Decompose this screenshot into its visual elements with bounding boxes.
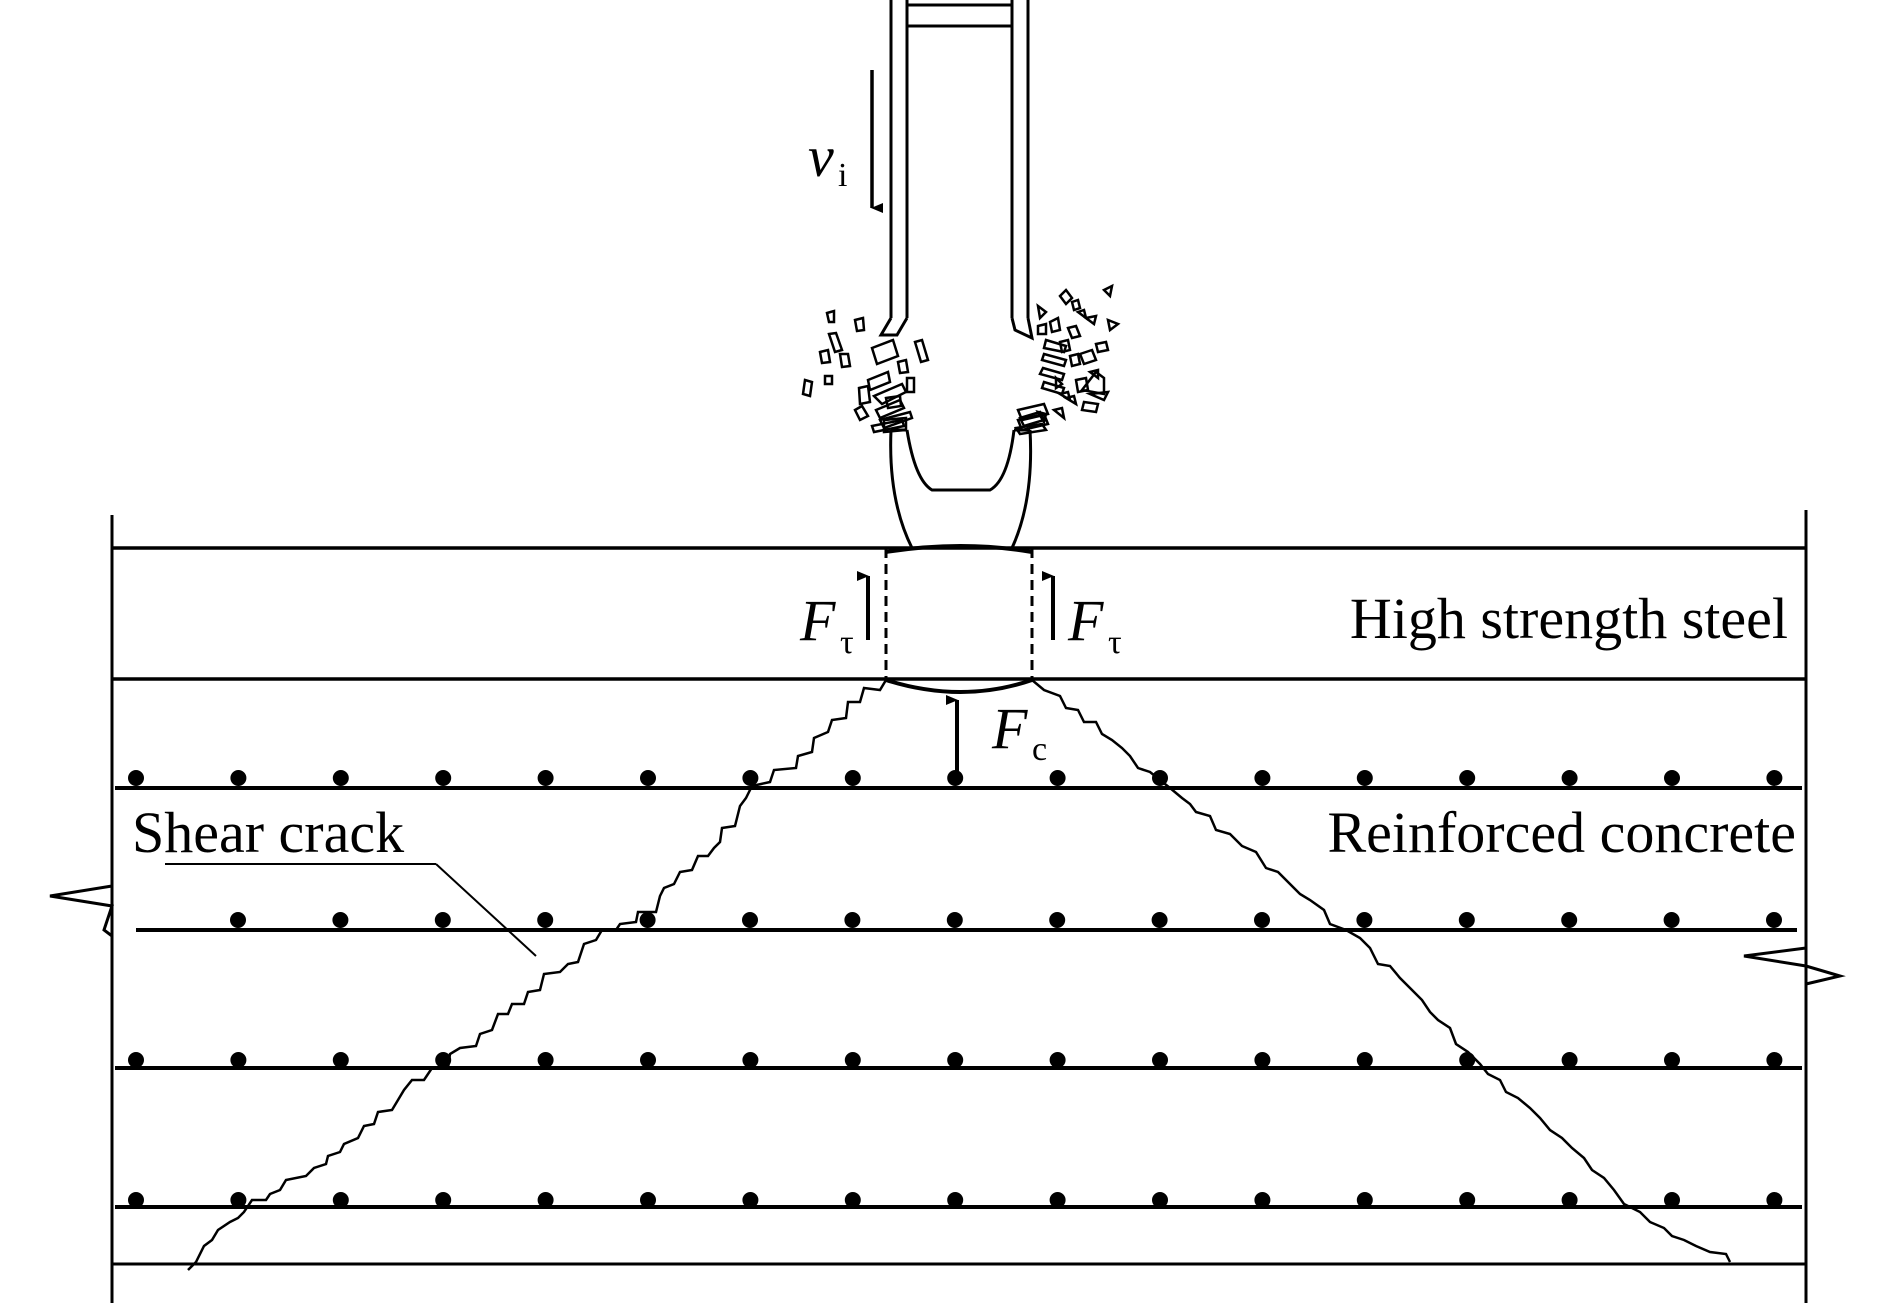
shear-force-subscript-right: τ xyxy=(1108,624,1122,661)
rebar-dot xyxy=(1356,912,1373,928)
rebar-dot xyxy=(1664,1192,1680,1208)
compressive-force-label: F xyxy=(991,696,1028,761)
rebar-dot xyxy=(434,912,451,928)
rebar-dot xyxy=(640,1192,656,1208)
compressive-force-subscript: c xyxy=(1032,731,1047,768)
rebar-dot xyxy=(1458,912,1475,928)
rebar-dot xyxy=(844,770,861,786)
rebar-dot xyxy=(128,1192,144,1208)
shear-force-label-left: F xyxy=(799,588,836,653)
rebar-dot xyxy=(1049,770,1066,786)
rebar-dot xyxy=(844,912,861,928)
rebar-dot xyxy=(639,912,656,928)
rebar-dot xyxy=(1664,770,1680,786)
rebar-dot xyxy=(1766,912,1782,928)
rebar-dot xyxy=(1152,1052,1168,1068)
rebar-dot xyxy=(844,1192,861,1208)
rebar-dot xyxy=(332,912,349,928)
rebar-dot xyxy=(1664,1052,1680,1068)
rebar-dot xyxy=(1254,770,1271,786)
rebar-dot xyxy=(947,1192,964,1208)
rebar-dot xyxy=(435,1052,452,1068)
rebar-dot xyxy=(742,770,759,786)
rebar-dot xyxy=(1561,912,1578,928)
rebar-dot xyxy=(1356,770,1373,786)
rebar-dot xyxy=(742,1192,759,1208)
rebar-dot xyxy=(1459,1052,1476,1068)
rebar-dot xyxy=(537,1052,554,1068)
rebar-dot xyxy=(742,1052,759,1068)
rebar-dot xyxy=(537,912,554,928)
rebar-dot xyxy=(1459,770,1476,786)
rebar-dot xyxy=(1663,912,1680,928)
rebar-dot xyxy=(230,1192,247,1208)
rebar-dot xyxy=(332,1052,349,1068)
rebar-dot xyxy=(947,1052,964,1068)
shear-force-subscript-left: τ xyxy=(840,624,854,661)
rebar-dot xyxy=(1459,1192,1476,1208)
rebar-dot xyxy=(1561,770,1578,786)
rebar-dot xyxy=(332,770,349,786)
rebar-dot xyxy=(230,770,247,786)
rebar-dot xyxy=(742,912,758,928)
shear-crack-label: Shear crack xyxy=(132,800,404,865)
rebar-dot xyxy=(1561,1052,1578,1068)
shear-crack-left xyxy=(187,679,888,1271)
shear-force-label-right: F xyxy=(1067,588,1104,653)
steel-layer-label: High strength steel xyxy=(1350,586,1788,651)
rebar-dot xyxy=(1766,1192,1783,1208)
concrete-layer-label: Reinforced concrete xyxy=(1327,800,1796,865)
rebar-dot xyxy=(1766,1052,1783,1068)
rebar-dot xyxy=(537,1192,554,1208)
rebar-dot xyxy=(1049,1052,1066,1068)
rebar-dot xyxy=(1356,1052,1373,1068)
rebar-dot xyxy=(1049,912,1066,928)
rebar-dot xyxy=(947,770,964,786)
rebar-dot xyxy=(1254,1052,1271,1068)
rebar-dots xyxy=(128,770,1783,1208)
crack-label-leader-diagonal xyxy=(435,863,537,957)
velocity-subscript: i xyxy=(838,157,847,194)
rebar-dot xyxy=(1151,912,1168,928)
rebar-dot xyxy=(128,1052,144,1068)
deformed-nose xyxy=(889,428,1033,549)
rebar-dot xyxy=(435,1192,452,1208)
rebar-dot xyxy=(1049,1192,1066,1208)
velocity-label: v xyxy=(808,124,834,189)
rebar-dot xyxy=(946,912,963,928)
rebar-dot xyxy=(1254,1192,1271,1208)
rebar-dot xyxy=(230,912,246,928)
rebar-dot xyxy=(332,1192,349,1208)
shear-crack-right xyxy=(1031,679,1732,1263)
rebar-dot xyxy=(128,770,144,786)
rebar-dot xyxy=(844,1052,861,1068)
projectile-fragments xyxy=(801,283,1121,436)
rebar-dot xyxy=(1561,1192,1578,1208)
rebar-dot xyxy=(1152,1192,1168,1208)
rebar-dot xyxy=(230,1052,247,1068)
rebar-dot xyxy=(435,770,452,786)
rebar-dot xyxy=(640,770,656,786)
rebar-dot xyxy=(537,770,554,786)
rebar-dot xyxy=(1356,1192,1373,1208)
projectile xyxy=(878,0,1035,341)
rebar-dot xyxy=(1766,770,1783,786)
rebar-dot xyxy=(1254,912,1270,928)
rebar-dot xyxy=(640,1052,656,1068)
